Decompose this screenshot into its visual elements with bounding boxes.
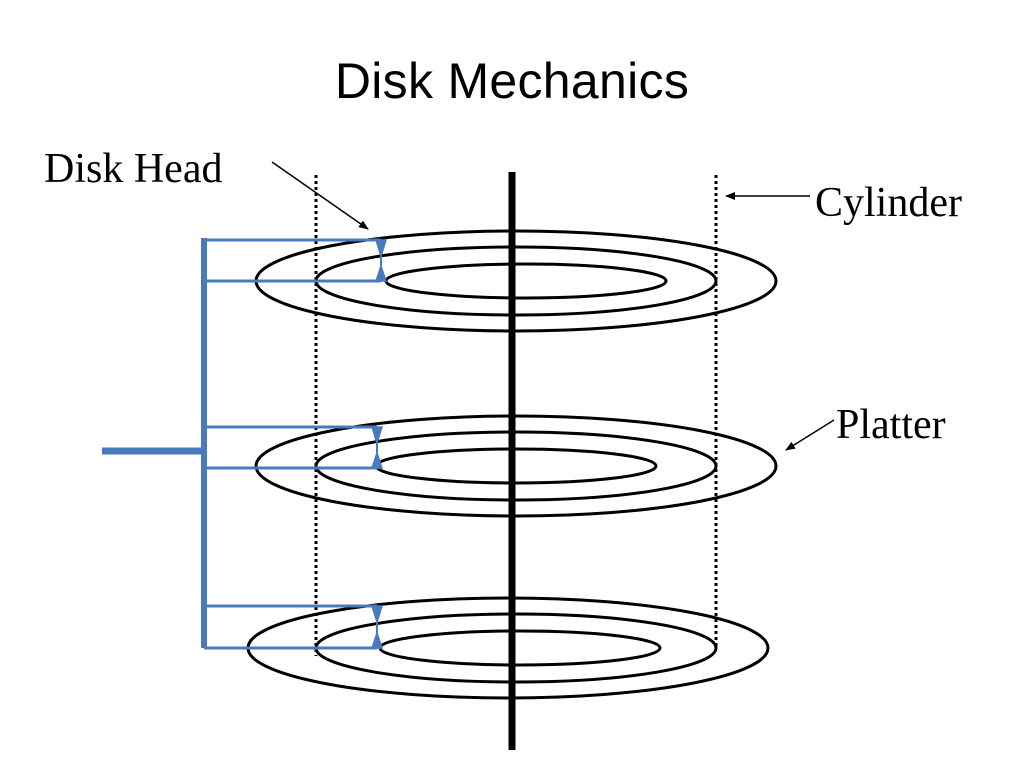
disk-head-top-lower [374,263,388,282]
disk-head-top-upper [374,239,388,259]
disk-head-bottom-upper [370,605,384,625]
disk-head-middle-upper [370,426,384,446]
platter-middle-inner-ring [374,447,658,485]
cylinder-label: Cylinder [815,180,962,226]
platter-pointer [785,419,835,451]
disk-head-middle-lower [370,450,384,469]
disk-head-label: Disk Head [44,146,222,192]
slide-title: Disk Mechanics [334,53,690,109]
platter-middle [254,414,778,518]
disk-head-bottom-lower [370,630,384,649]
disk-head-pointer [271,161,369,230]
platter-top-inner-ring [384,262,668,300]
read-write-heads [370,239,388,649]
actuator-arm [102,238,381,650]
platter-middle-outer-ring [254,414,778,518]
platter-bottom-inner-ring [378,629,662,667]
platter-label: Platter [836,402,946,448]
